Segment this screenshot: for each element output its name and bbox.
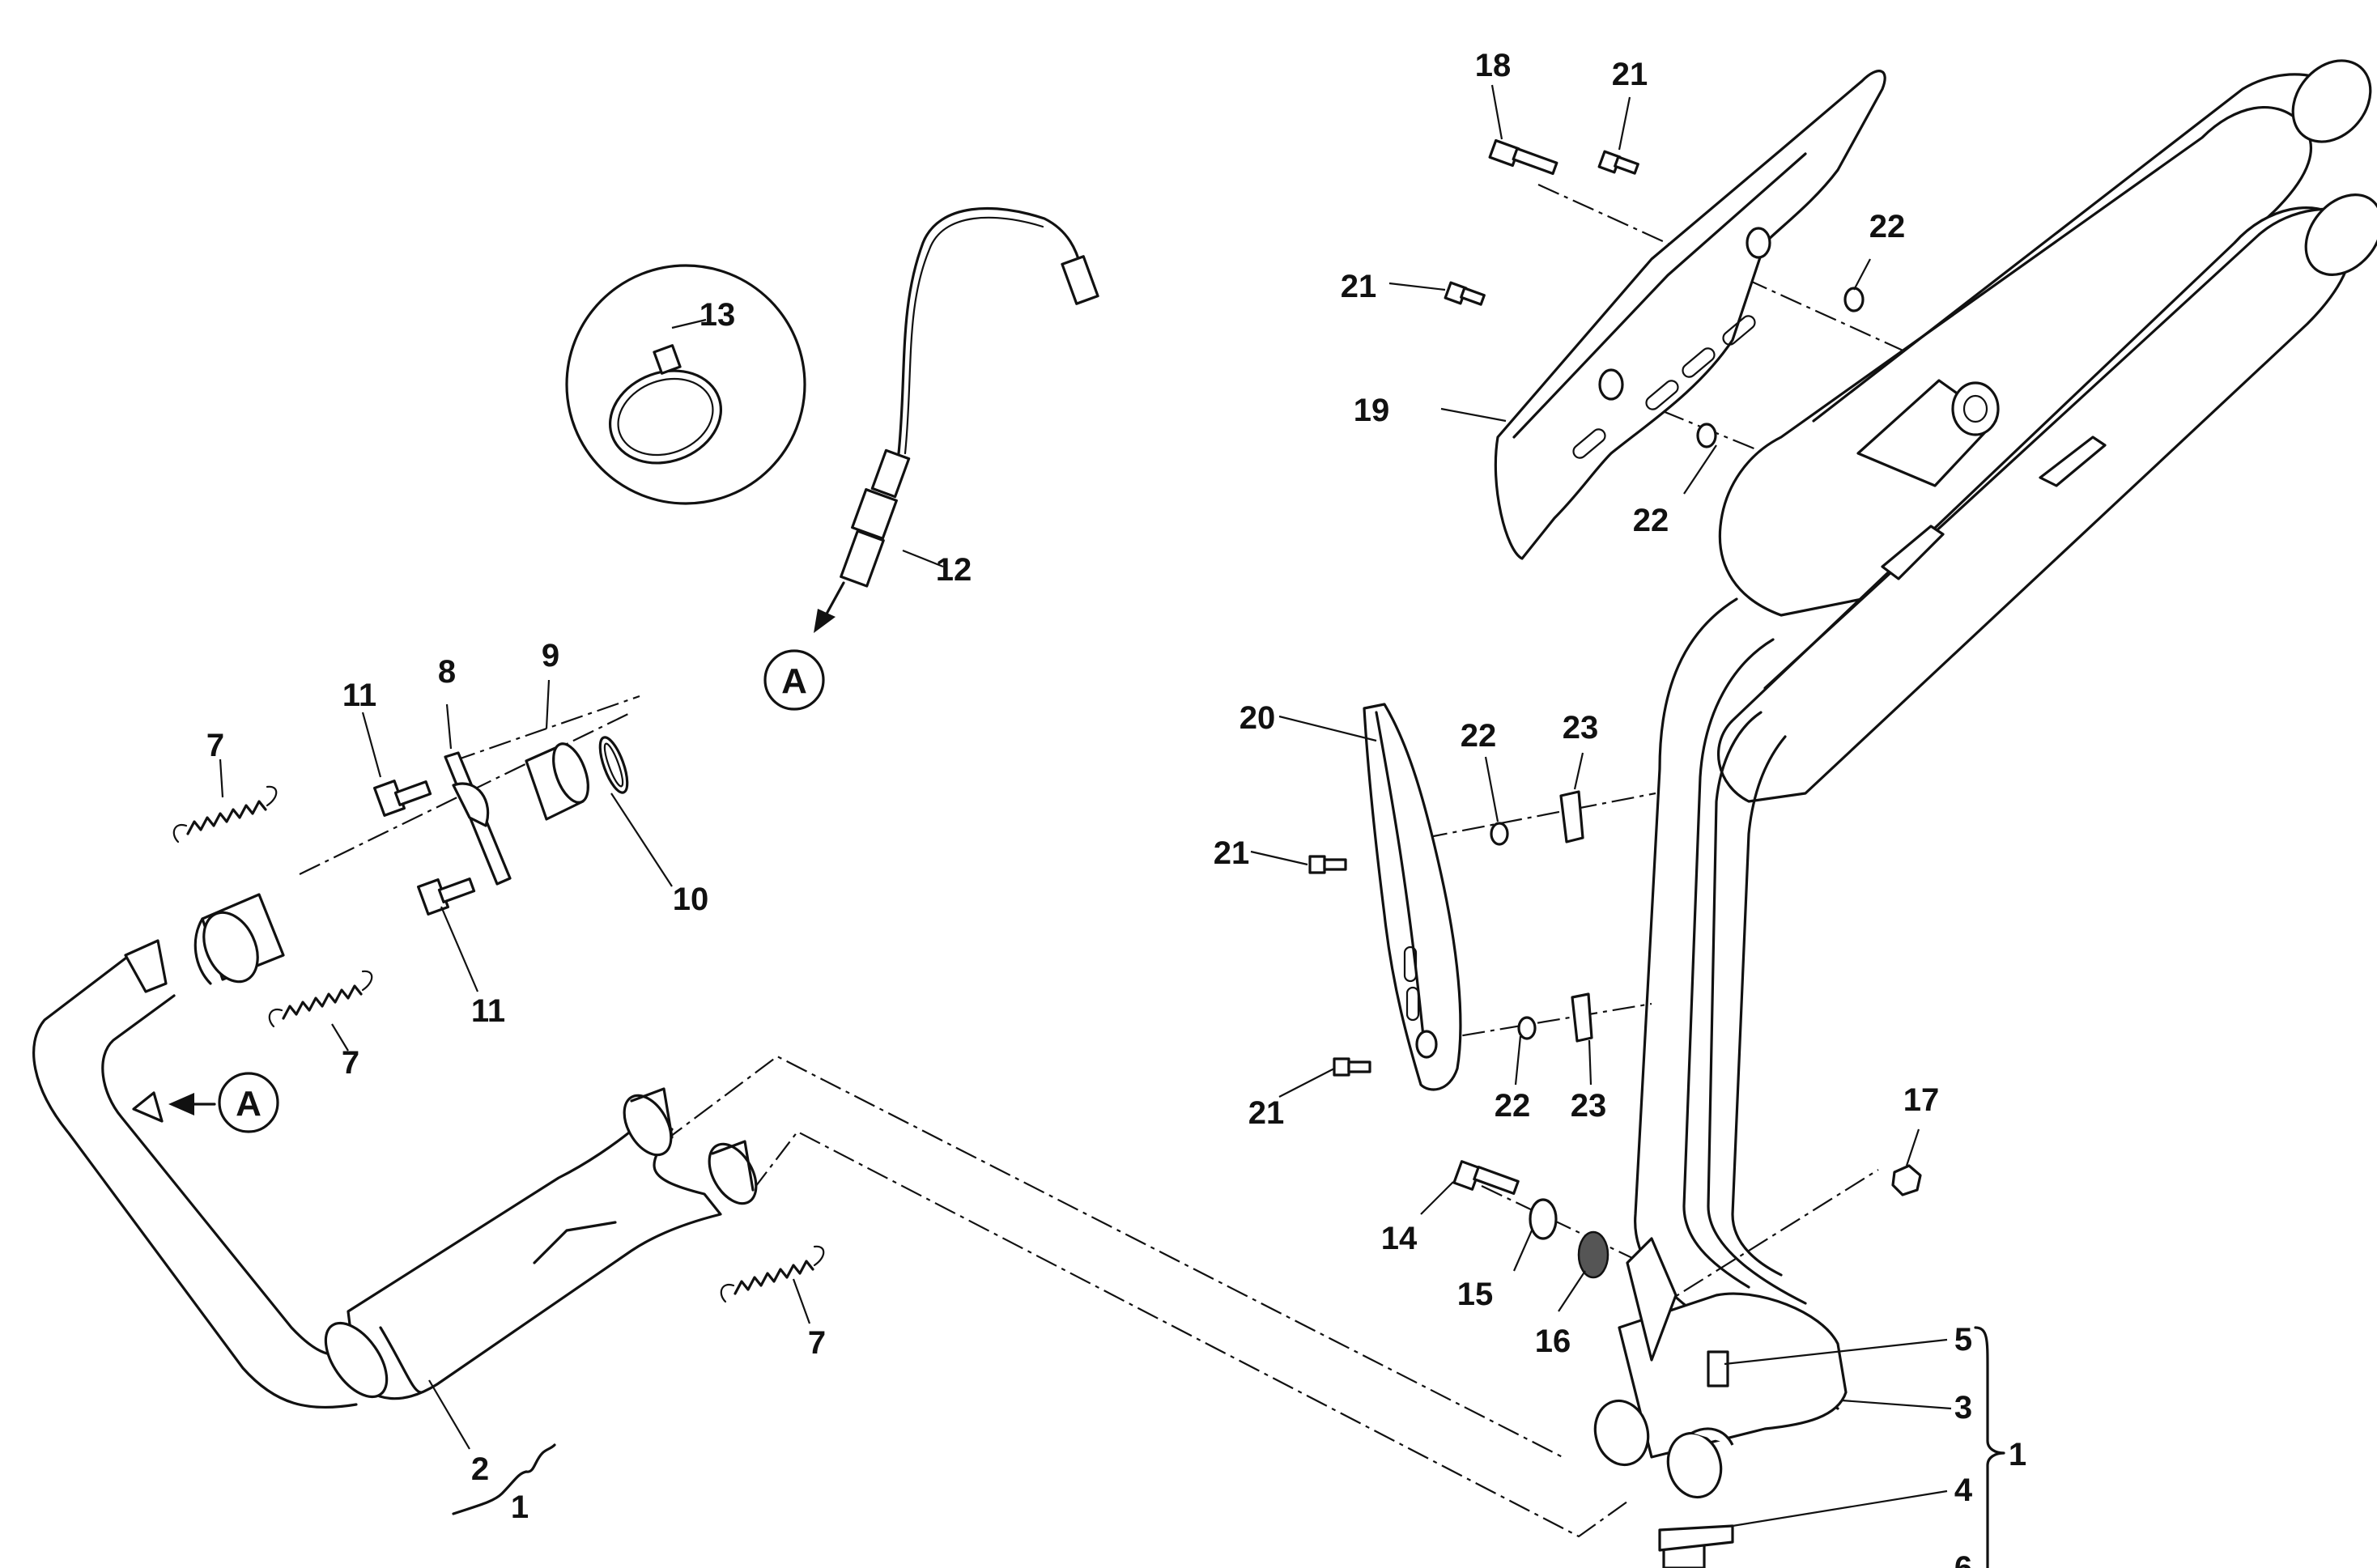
callout-number: 22 <box>1633 503 1669 538</box>
callout-number: 7 <box>342 1045 359 1081</box>
bolt-part-11-a <box>373 780 432 817</box>
callout-number: 5 <box>1954 1322 1972 1358</box>
ring-part-10 <box>598 736 629 794</box>
callout-number: 21 <box>1214 835 1250 871</box>
spring-part-7-a <box>172 785 278 843</box>
callout-number: 22 <box>1869 209 1906 244</box>
flange-part-8 <box>444 751 512 886</box>
callout-number: 12 <box>936 552 972 588</box>
oxygen-sensor-part-12 <box>840 206 1099 588</box>
reference-letter: A <box>781 661 807 701</box>
callout-number: 11 <box>342 678 376 713</box>
gasket-part-9 <box>525 742 589 821</box>
callout-number: 11 <box>471 993 505 1029</box>
reference-letter: A <box>236 1084 262 1124</box>
callout-number: 21 <box>1341 269 1377 304</box>
callout-number: 21 <box>1612 57 1648 92</box>
callout-number: 2 <box>471 1451 489 1487</box>
callout-number: 10 <box>673 882 709 917</box>
sensor-direction-arrows <box>168 581 845 1115</box>
muffler-assembly <box>1717 59 2377 803</box>
callout-number: 17 <box>1903 1082 1940 1118</box>
callout-number: 14 <box>1381 1221 1418 1256</box>
callout-number: 13 <box>699 297 736 333</box>
header-pipe <box>32 893 358 1409</box>
callout-number: 21 <box>1248 1095 1285 1131</box>
callout-number: 8 <box>438 654 456 690</box>
reference-marker-a-pipe: A <box>218 1072 279 1133</box>
clamp-detail-circle <box>565 264 806 505</box>
callout-number: 9 <box>542 638 559 674</box>
callout-number: 6 <box>1954 1550 1972 1568</box>
callout-number: 1 <box>511 1489 529 1525</box>
heat-shield-part-20 <box>1363 703 1462 1091</box>
callout-number: 4 <box>1954 1472 1973 1508</box>
callout-number: 1 <box>2009 1437 2026 1472</box>
mid-pipe-part-3 <box>1593 597 1848 1568</box>
callout-number: 3 <box>1954 1390 1972 1426</box>
callout-number: 19 <box>1354 393 1390 428</box>
callout-number: 7 <box>206 728 224 763</box>
leader-lines <box>219 84 1952 1528</box>
callout-number: 20 <box>1240 700 1276 736</box>
callout-number: 7 <box>808 1325 826 1361</box>
callout-number: 23 <box>1563 710 1599 746</box>
y-pipe-part-2 <box>324 1087 758 1400</box>
bolt-part-11-b <box>417 877 476 916</box>
spring-part-7-b <box>268 970 373 1028</box>
callout-labels: 1 1 2 3 4 5 6 7 7 7 8 9 10 11 11 12 13 1… <box>206 48 2026 1568</box>
reference-marker-a-sensor: A <box>763 649 825 711</box>
callout-number: 22 <box>1461 718 1497 754</box>
fasteners <box>1308 138 1922 1387</box>
callout-number: 16 <box>1535 1324 1571 1359</box>
heat-shield-part-19 <box>1494 70 1886 560</box>
callout-number: 23 <box>1571 1088 1607 1124</box>
assembly-braces <box>452 1326 2005 1568</box>
callout-number: 15 <box>1457 1277 1494 1312</box>
callout-number: 22 <box>1495 1088 1531 1124</box>
callout-number: 18 <box>1475 48 1512 83</box>
spring-part-7-c <box>720 1245 825 1303</box>
